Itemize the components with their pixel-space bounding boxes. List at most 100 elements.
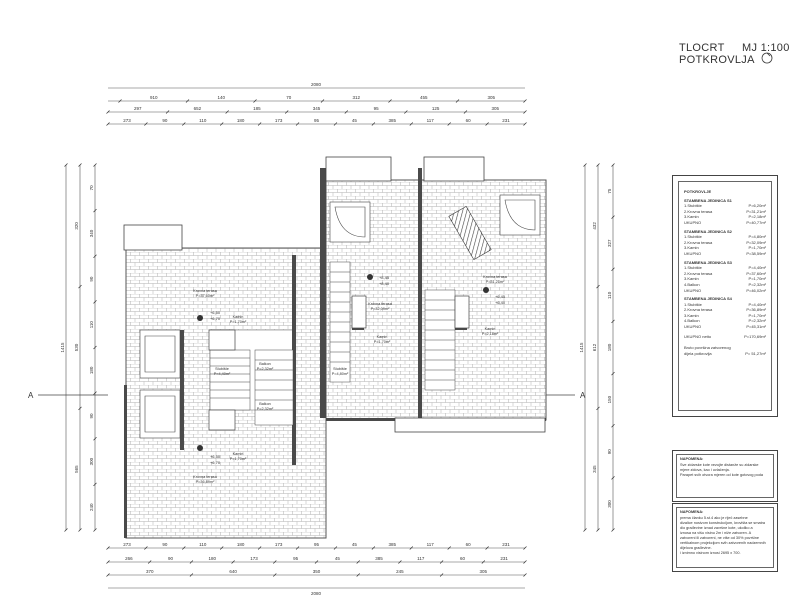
note-1-line: Parapet svih otvora mjeren od kote gotov… [680, 473, 763, 477]
dimension-tick [185, 99, 190, 103]
dimension-tick [225, 110, 229, 114]
dimension-tick [596, 528, 600, 532]
note-1-line: Sve zidarske kote vezujte distanže su zi… [680, 463, 759, 467]
level-mark: +6,50 [210, 310, 221, 315]
room-area: P=2,32m² [257, 367, 274, 371]
dimension-label: 90 [607, 449, 612, 455]
dimension-label: 370 [146, 569, 154, 574]
dimension-label: 110 [199, 118, 207, 123]
dimension-tick [583, 528, 587, 532]
dimension-label: 180 [237, 118, 245, 123]
parapets [123, 156, 546, 433]
dimension-tick [439, 573, 444, 577]
room-area: P=2,32m² [257, 407, 274, 411]
dimension-label: 95 [374, 106, 380, 111]
dimension-tick [523, 573, 527, 577]
dimension-tick [371, 122, 376, 126]
dimension-tick [344, 110, 349, 114]
level-mark: +6,50 [210, 454, 221, 459]
unit-title: STAMBENA JEDINICA S1 [684, 197, 732, 203]
dimension-label: 273 [123, 542, 131, 547]
dimension-label: 117 [427, 118, 435, 123]
dimension-tick [611, 371, 615, 376]
north-arrow-icon [761, 52, 773, 64]
room-name: Kamin [233, 315, 244, 319]
dimension-label: 75 [607, 188, 612, 194]
room-name: Stubište [333, 367, 347, 371]
dimension-tick [253, 99, 257, 103]
dimension-label: 110 [199, 542, 207, 547]
dimension-tick [182, 546, 186, 550]
dimension-ticks [64, 99, 615, 577]
dimension-tick [165, 110, 170, 114]
section-mark-right: A [580, 391, 586, 400]
room-name: Krovna terasa [193, 475, 218, 479]
note-2-line: i iznimno visinom iznosi 2695 x 700. [680, 551, 741, 555]
dimension-label: 60 [466, 542, 472, 547]
dimension-tick [356, 573, 360, 577]
dimension-label: 530 [74, 343, 79, 351]
dimension-tick [144, 122, 148, 126]
dimension-label: 1415 [579, 342, 584, 353]
room-labels: Krovna terasaP=37,60m²KaminP=1,70m²Stubi… [193, 275, 508, 484]
dimension-tick [447, 122, 451, 126]
dimension-label: 180 [237, 542, 245, 547]
dimension-tick [295, 546, 300, 550]
dimension-tick [273, 573, 277, 577]
note-2-title: NAPOMENA: [680, 510, 704, 514]
dimension-tick [404, 110, 408, 114]
dimension-label: 245 [396, 569, 404, 574]
staircase-left [209, 349, 294, 426]
dimension-tick [523, 99, 527, 103]
dimension-tick [93, 345, 97, 350]
room-area: P=37,60m² [196, 294, 215, 298]
dimension-tick [257, 546, 262, 550]
dimension-tick [439, 560, 444, 564]
unit-title: STAMBENA JEDINICA S4 [684, 296, 732, 302]
dimension-tick [284, 110, 289, 114]
dimension-label: 185 [253, 106, 261, 111]
dimension-tick [463, 110, 468, 114]
dimension-label: 231 [500, 556, 508, 561]
gross-area-row: dijela potkrovlja P= 51,27m² [684, 350, 766, 356]
note-1-line: mjere zidova, kao i uvlačenja. [680, 468, 730, 472]
dimension-tick [485, 546, 489, 550]
note-2-line: vertikalnom projekcijom svih zatvorenih … [680, 541, 766, 545]
dimension-label: 1415 [60, 342, 65, 353]
dimension-tick [106, 573, 110, 577]
dimension-label: 180 [607, 343, 612, 351]
dimension-label: 45 [352, 542, 358, 547]
room-name: Kamin [377, 335, 388, 339]
dimension-tick [314, 560, 319, 564]
room-area: P=2,18m² [482, 332, 499, 336]
dimension-label: 90 [89, 413, 94, 419]
skylights [139, 194, 541, 439]
staircase-middle [329, 261, 351, 383]
level-labels: +6,50+6,70+8,45+8,40+6,50+6,70+6,45+6,40 [210, 275, 506, 465]
dimension-label: 432 [592, 222, 597, 230]
dimension-label: 2080 [311, 591, 322, 596]
section-mark-left: A [28, 391, 34, 400]
dimension-tick [455, 99, 460, 103]
dimension-tick [320, 99, 325, 103]
dimension-label: 2080 [311, 82, 322, 87]
dimension-tick [93, 300, 97, 304]
dimension-tick [106, 110, 110, 114]
dimension-tick [118, 99, 122, 103]
dimension-label: 305 [491, 106, 499, 111]
dimension-tick [78, 163, 82, 167]
